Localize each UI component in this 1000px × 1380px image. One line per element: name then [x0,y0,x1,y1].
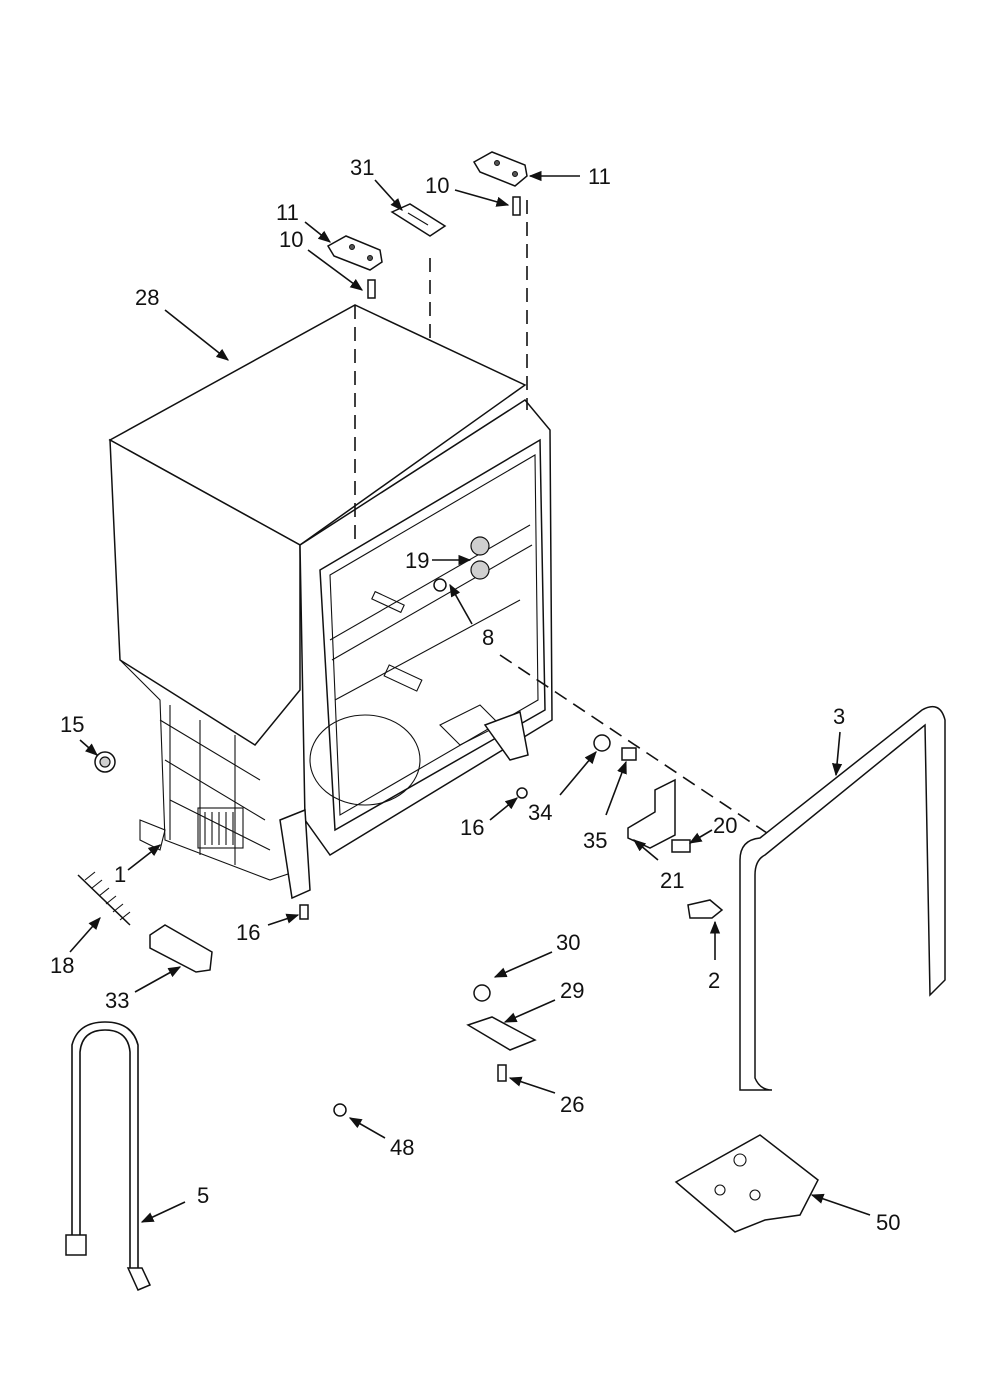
nut-34 [593,734,611,752]
screw-top-left [367,279,376,299]
parts-bag-50 [674,1134,819,1233]
callout-28: 28 [135,285,159,310]
callout-26: 26 [560,1092,584,1117]
hose-5 [65,1021,152,1291]
callout-18: 18 [50,953,74,978]
screw-16-left [299,904,309,920]
screw-35 [621,747,637,761]
screw-20 [671,839,691,853]
insulation-pad-31 [390,203,447,237]
pad-33 [149,924,213,973]
callout-30: 30 [556,930,580,955]
callout-16-right: 16 [460,815,484,840]
callout-15: 15 [60,712,84,737]
callout-34: 34 [528,800,552,825]
callout-10-top-right: 10 [425,173,449,198]
callout-19: 19 [405,548,429,573]
callout-31: 31 [350,155,374,180]
callout-10-left: 10 [279,227,303,252]
assembly-line-3 [499,654,771,836]
callout-2: 2 [708,968,720,993]
callout-11-left: 11 [276,200,299,225]
callout-21: 21 [660,868,684,893]
callout-11-top-right: 11 [588,164,611,189]
screw-top-right [512,196,521,216]
callout-33: 33 [105,988,129,1013]
door-gasket-3 [739,705,946,1091]
bracket-21 [627,778,676,849]
cap-30 [473,984,491,1002]
drain-plug-15 [94,751,116,773]
clip-48 [333,1103,347,1117]
callout-50: 50 [876,1210,900,1235]
callout-8: 8 [482,625,494,650]
callout-20: 20 [713,813,737,838]
callout-3: 3 [833,704,845,729]
callout-1: 1 [114,862,126,887]
screw-26 [497,1064,507,1082]
callout-29: 29 [560,978,584,1003]
dishwasher-tub-cabinet [108,304,553,900]
screw-16-right [516,787,528,799]
clip-2 [687,899,724,919]
callout-5: 5 [197,1183,209,1208]
leader-lines [69,170,871,1223]
callout-16-left: 16 [236,920,260,945]
bracket-29 [466,1016,537,1051]
mounting-bracket-top-right [472,151,528,187]
callout-48: 48 [390,1135,414,1160]
callout-35: 35 [583,828,607,853]
mounting-bracket-top-left [326,235,383,271]
spring-18 [77,871,131,926]
